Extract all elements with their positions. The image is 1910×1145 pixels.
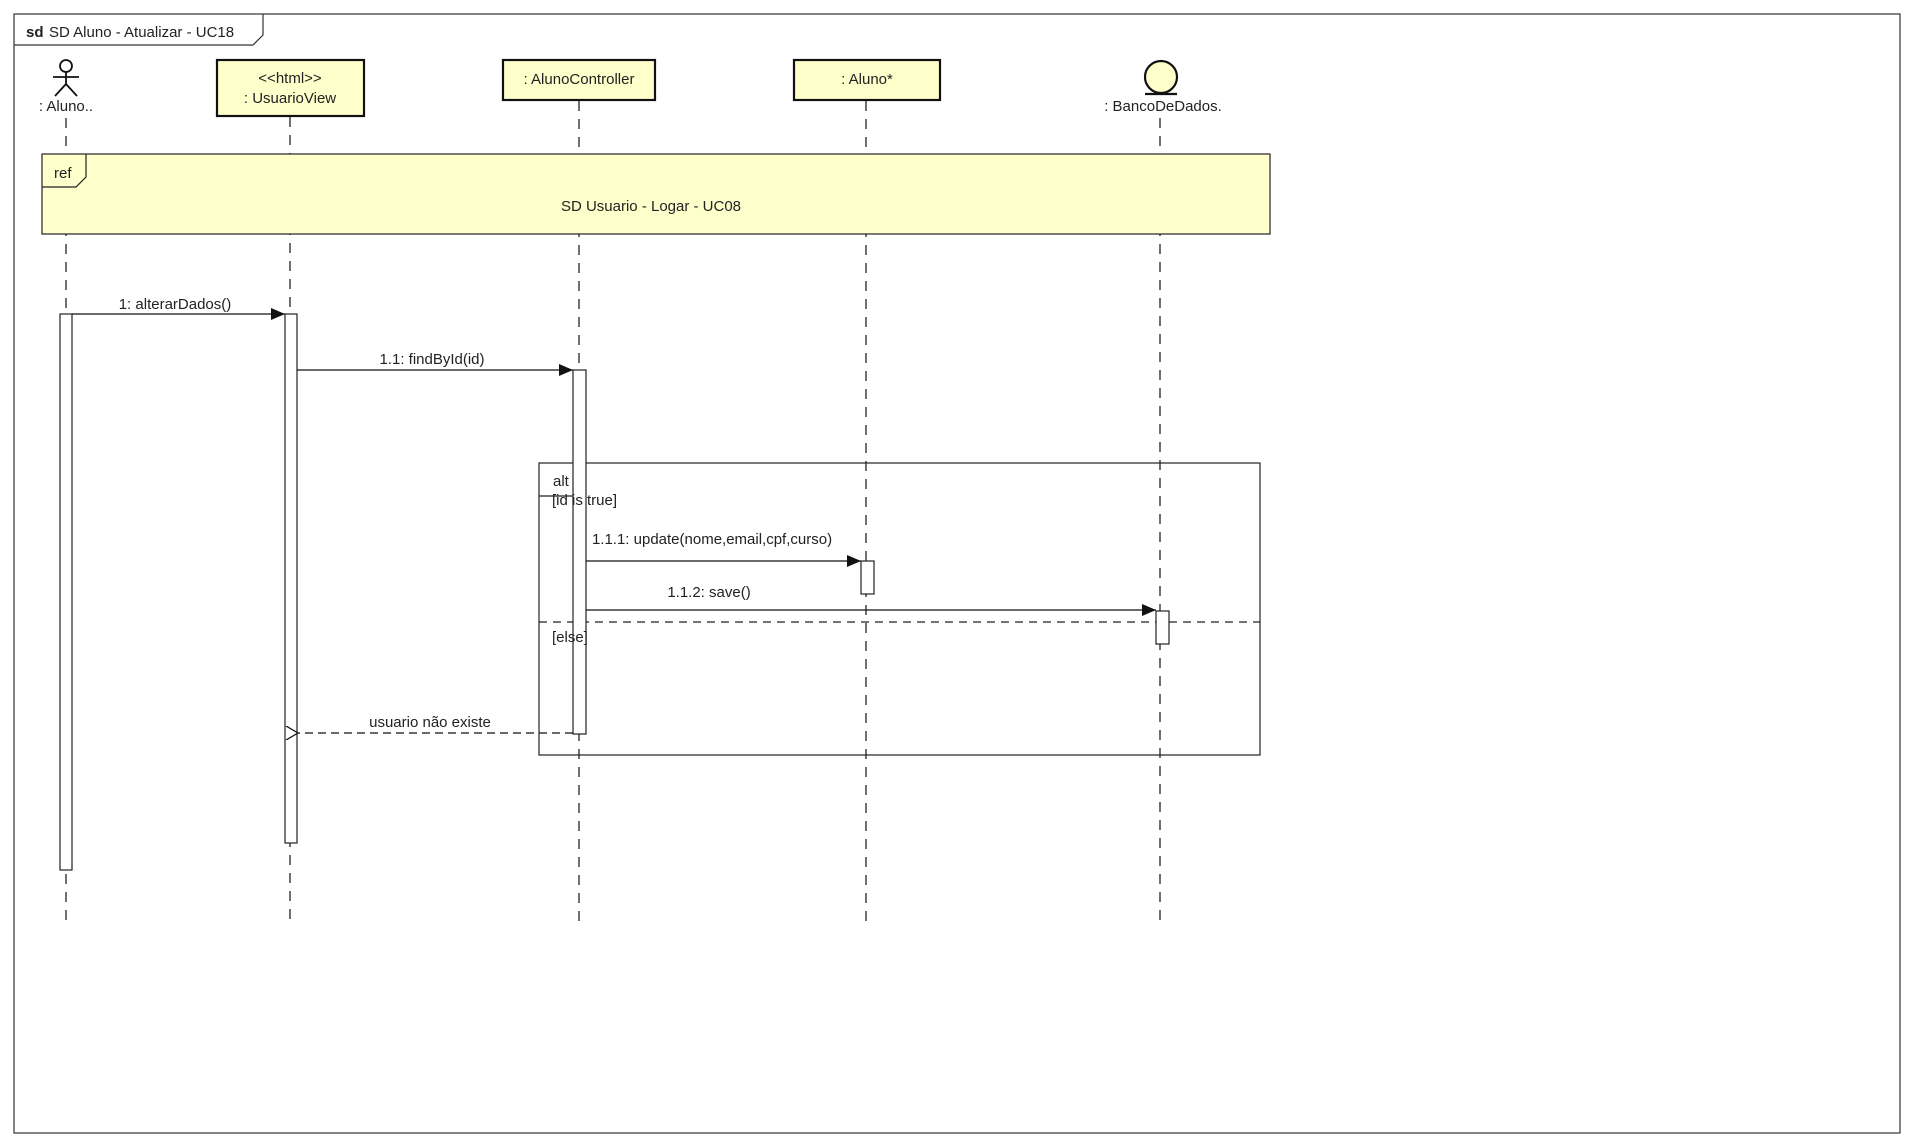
frame-keyword: sd xyxy=(26,24,44,41)
participant-aluno-controller[interactable]: : AlunoController xyxy=(501,58,657,102)
participant-stereotype: <<html>> xyxy=(258,70,322,87)
ref-tag-border xyxy=(42,154,87,188)
alt-guard-1: [id is true] xyxy=(552,492,617,509)
alt-guard-2: [else] xyxy=(552,629,588,646)
participant-aluno[interactable]: : Aluno.. xyxy=(39,59,93,115)
message-4: 1.1.2: save() xyxy=(586,584,1156,616)
ref-text: SD Usuario - Logar - UC08 xyxy=(561,198,741,215)
message-label: 1: alterarDados() xyxy=(119,296,232,313)
ref-box xyxy=(41,153,1271,235)
activations xyxy=(59,313,1170,871)
participant-box xyxy=(792,58,942,102)
participant-box xyxy=(215,58,366,118)
participant-banco-de-dados[interactable]: : BancoDeDados. xyxy=(1104,59,1222,115)
message-label: 1.1.2: save() xyxy=(667,584,750,601)
participant-usuario-view[interactable]: <<html>> : UsuarioView xyxy=(215,58,366,118)
activation-db xyxy=(1155,610,1170,645)
actor-icon xyxy=(53,59,79,97)
message-1: 1: alterarDados() xyxy=(72,296,285,320)
alt-tag: alt xyxy=(553,473,570,490)
activation-model xyxy=(860,560,875,595)
ref-tag: ref xyxy=(54,165,72,182)
frame-title-tab xyxy=(14,14,264,46)
participant-label: : AlunoController xyxy=(524,71,635,88)
message-5-reply: usuario não existe xyxy=(298,714,573,733)
frame-title: SD Aluno - Atualizar - UC18 xyxy=(49,24,234,41)
message-2: 1.1: findById(id) xyxy=(297,351,573,376)
participant-box xyxy=(501,58,657,102)
entity-icon xyxy=(1143,59,1179,95)
participant-label: : BancoDeDados. xyxy=(1104,98,1222,115)
participant-label: : Aluno.. xyxy=(39,98,93,115)
activation-controller xyxy=(572,369,587,735)
participant-label: : Aluno* xyxy=(841,71,893,88)
message-3: 1.1.1: update(nome,email,cpf,curso) xyxy=(586,531,861,567)
message-label: 1.1.1: update(nome,email,cpf,curso) xyxy=(592,531,832,548)
message-label: 1.1: findById(id) xyxy=(379,351,484,368)
alt-box xyxy=(538,462,1261,756)
message-label: usuario não existe xyxy=(369,714,491,731)
activation-view xyxy=(284,313,298,844)
participant-label: : UsuarioView xyxy=(244,90,336,107)
ref-fragment[interactable]: ref SD Usuario - Logar - UC08 xyxy=(41,153,1271,235)
activation-aluno xyxy=(59,313,73,871)
participant-aluno-model[interactable]: : Aluno* xyxy=(792,58,942,102)
